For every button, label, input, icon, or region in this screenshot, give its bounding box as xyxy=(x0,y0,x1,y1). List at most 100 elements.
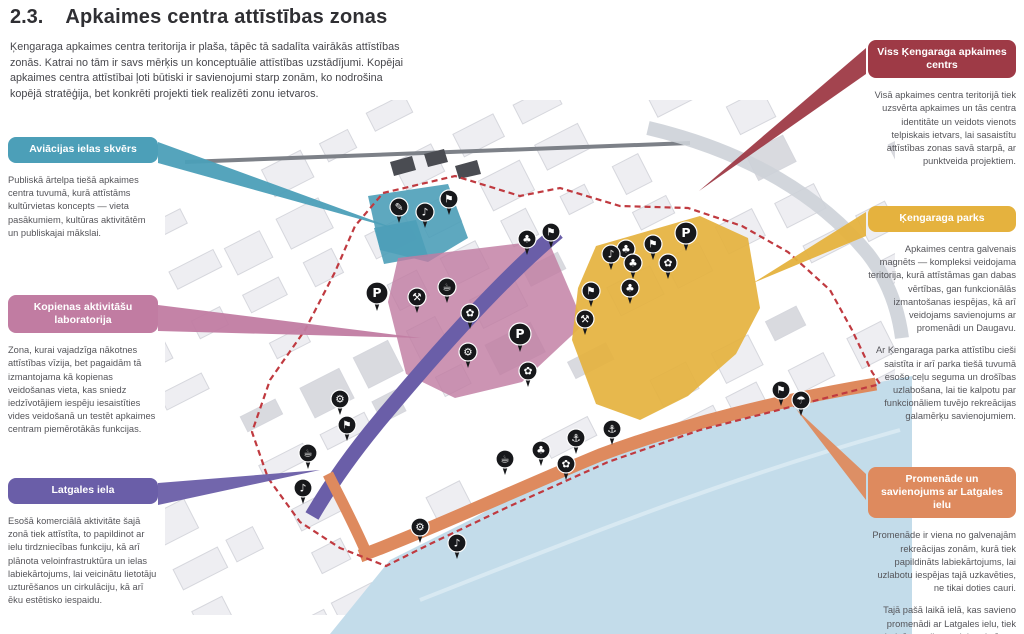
intro-paragraph: Ķengaraga apkaimes centra teritorija ir … xyxy=(10,41,404,100)
callout-latgales-iela: Latgales iela Esošā komerciālā aktivitāt… xyxy=(8,478,158,607)
zone-description-kopienas: Zona, kurai vajadzīga nākotnes attīstība… xyxy=(8,345,156,435)
map-pin-parking: P xyxy=(508,322,532,352)
map-pin-fitness: ⚒ xyxy=(575,309,595,335)
zone-label-promenade: Promenāde un savienojums ar Latgales iel… xyxy=(868,467,1016,519)
map-pin-event: ⚑ xyxy=(439,189,459,215)
zone-label-viss-centrs: Viss Ķengaraga apkaimes centrs xyxy=(868,40,1016,79)
map-pin-bench: ♪ xyxy=(447,533,467,559)
map-pin-boat: ⚓ xyxy=(566,428,586,454)
svg-text:⚒: ⚒ xyxy=(412,291,421,303)
map-pin-playground: ✿ xyxy=(518,361,538,387)
water-daugava xyxy=(330,376,912,634)
map-pin-garden: ✿ xyxy=(460,303,480,329)
zone-label-latgales: Latgales iela xyxy=(8,478,158,504)
svg-text:⚙: ⚙ xyxy=(335,393,344,405)
map-pin-parking: P xyxy=(674,221,698,251)
paragraph: Apkaimes centra galvenais magnēts — komp… xyxy=(868,244,1016,334)
zone-description-parks: Apkaimes centra galvenais magnēts — komp… xyxy=(868,243,1016,423)
map-pin-cafe: ☕ xyxy=(298,443,318,469)
paragraph: Tajā pašā laikā ielā, kas savieno promen… xyxy=(877,605,1016,634)
map-pin-playground: ✿ xyxy=(658,253,678,279)
map-pin-dog-park: ♣ xyxy=(620,278,640,304)
callout-promenade: Promenāde un savienojums ar Latgales iel… xyxy=(868,467,1016,634)
svg-text:✿: ✿ xyxy=(562,458,571,470)
svg-text:P: P xyxy=(515,326,524,341)
svg-text:✿: ✿ xyxy=(524,365,533,377)
map-pin-walk: ⚑ xyxy=(581,281,601,307)
svg-text:⚑: ⚑ xyxy=(444,193,453,205)
railway-and-dark-buildings xyxy=(184,141,691,179)
svg-text:⚙: ⚙ xyxy=(415,521,424,533)
svg-text:✿: ✿ xyxy=(664,257,673,269)
map-pin-bench: ♪ xyxy=(601,244,621,270)
zone-label-parks: Ķengaraga parks xyxy=(868,206,1016,232)
map-pin-shop: ♪ xyxy=(293,478,313,504)
svg-text:⚙: ⚙ xyxy=(463,346,472,358)
map-pin-bike: ⚙ xyxy=(458,342,478,368)
svg-text:⚑: ⚑ xyxy=(648,238,657,250)
paragraph: Visā apkaimes centra teritorijā tiek uzs… xyxy=(874,90,1016,167)
zone-label-kopienas: Kopienas aktivitāšu laboratorija xyxy=(8,295,158,334)
map-pin-culture: ♪ xyxy=(415,202,435,228)
svg-text:♪: ♪ xyxy=(454,537,461,549)
svg-text:⚓: ⚓ xyxy=(571,432,580,444)
svg-text:☕: ☕ xyxy=(303,447,312,459)
svg-text:⚑: ⚑ xyxy=(586,285,595,297)
map-pin-fishing: ⚓ xyxy=(602,419,622,445)
zone-description-aviacijas: Publiskā ārtelpa tiešā apkaimes centra t… xyxy=(8,175,146,238)
zone-description-promenade: Promenāde ir viena no galvenajām rekreāc… xyxy=(868,529,1016,634)
connector-promenade xyxy=(796,409,866,500)
map-pin-market: ⚑ xyxy=(337,415,357,441)
svg-text:P: P xyxy=(681,225,690,240)
zone-aviacijas-skvers-2 xyxy=(374,220,428,264)
map-pin-viewpoint: ⚑ xyxy=(771,380,791,406)
callout-viss-kengaraga-centrs: Viss Ķengaraga apkaimes centrs Visā apka… xyxy=(868,40,1016,168)
zone-description-viss-centrs: Visā apkaimes centra teritorijā tiek uzs… xyxy=(868,89,1016,168)
callout-kopienas-laboratorija: Kopienas aktivitāšu laboratorija Zona, k… xyxy=(8,295,158,437)
svg-text:♣: ♣ xyxy=(522,233,531,245)
svg-text:⚒: ⚒ xyxy=(580,313,589,325)
connector-aviacijas xyxy=(158,142,399,230)
svg-text:P: P xyxy=(372,285,381,300)
zone-promenade-branch xyxy=(323,471,372,555)
callout-connectors xyxy=(158,48,866,505)
zone-description-latgales: Esošā komerciālā aktivitāte šajā zonā ti… xyxy=(8,516,157,606)
zone-promenade xyxy=(357,377,878,563)
map-pin-tram: ⚑ xyxy=(541,222,561,248)
callout-kengaraga-parks: Ķengaraga parks Apkaimes centra galvenai… xyxy=(868,206,1016,423)
map-pins-layer: ✎♪⚑P⚒☕✿⚙⚙⚑☕♪P✿♣⚑P♣⚑✿♣♪⚑♣⚒⚙♪☕♣✿⚓⚓⚑☂ xyxy=(293,189,811,559)
paragraph: Promenāde ir viena no galvenajām rekreāc… xyxy=(872,530,1016,594)
dark-building xyxy=(390,156,416,176)
map-pin-bike: ⚙ xyxy=(330,389,350,415)
map-pin-sport: ⚑ xyxy=(643,234,663,260)
map-pin-cafe: ☕ xyxy=(437,277,457,303)
water-highlight xyxy=(419,428,901,602)
svg-text:♪: ♪ xyxy=(422,206,429,218)
svg-text:☕: ☕ xyxy=(500,453,509,465)
svg-text:⚓: ⚓ xyxy=(607,423,616,435)
connector-kopienas xyxy=(158,305,421,338)
svg-text:✿: ✿ xyxy=(466,307,475,319)
svg-text:♪: ♪ xyxy=(300,482,307,494)
zone-kengaraga-parks xyxy=(572,216,760,420)
svg-text:♣: ♣ xyxy=(625,282,634,294)
connector-parks xyxy=(753,212,866,283)
connector-viss-centrs xyxy=(699,48,866,191)
map-pin-playground: ✿ xyxy=(556,454,576,480)
plan-boundary xyxy=(250,174,882,568)
zone-label-aviacijas: Aviācijas ielas skvērs xyxy=(8,137,158,163)
svg-text:♣: ♣ xyxy=(628,257,637,269)
svg-text:♣: ♣ xyxy=(621,243,630,255)
dark-building xyxy=(455,160,481,179)
map-pin-parking: P xyxy=(365,281,389,311)
page-header: 2.3. Apkaimes centra attīstības zonas xyxy=(10,6,387,29)
dark-building xyxy=(424,149,448,167)
paragraph: Ar Ķengaraga parka attīstību cieši saist… xyxy=(875,345,1016,422)
map-pin-community: ⚒ xyxy=(407,287,427,313)
map-pin-art: ✎ xyxy=(389,197,409,223)
map-pin-cafe: ☕ xyxy=(495,449,515,475)
svg-text:☕: ☕ xyxy=(442,281,451,293)
map-pin-tree: ♣ xyxy=(531,440,551,466)
